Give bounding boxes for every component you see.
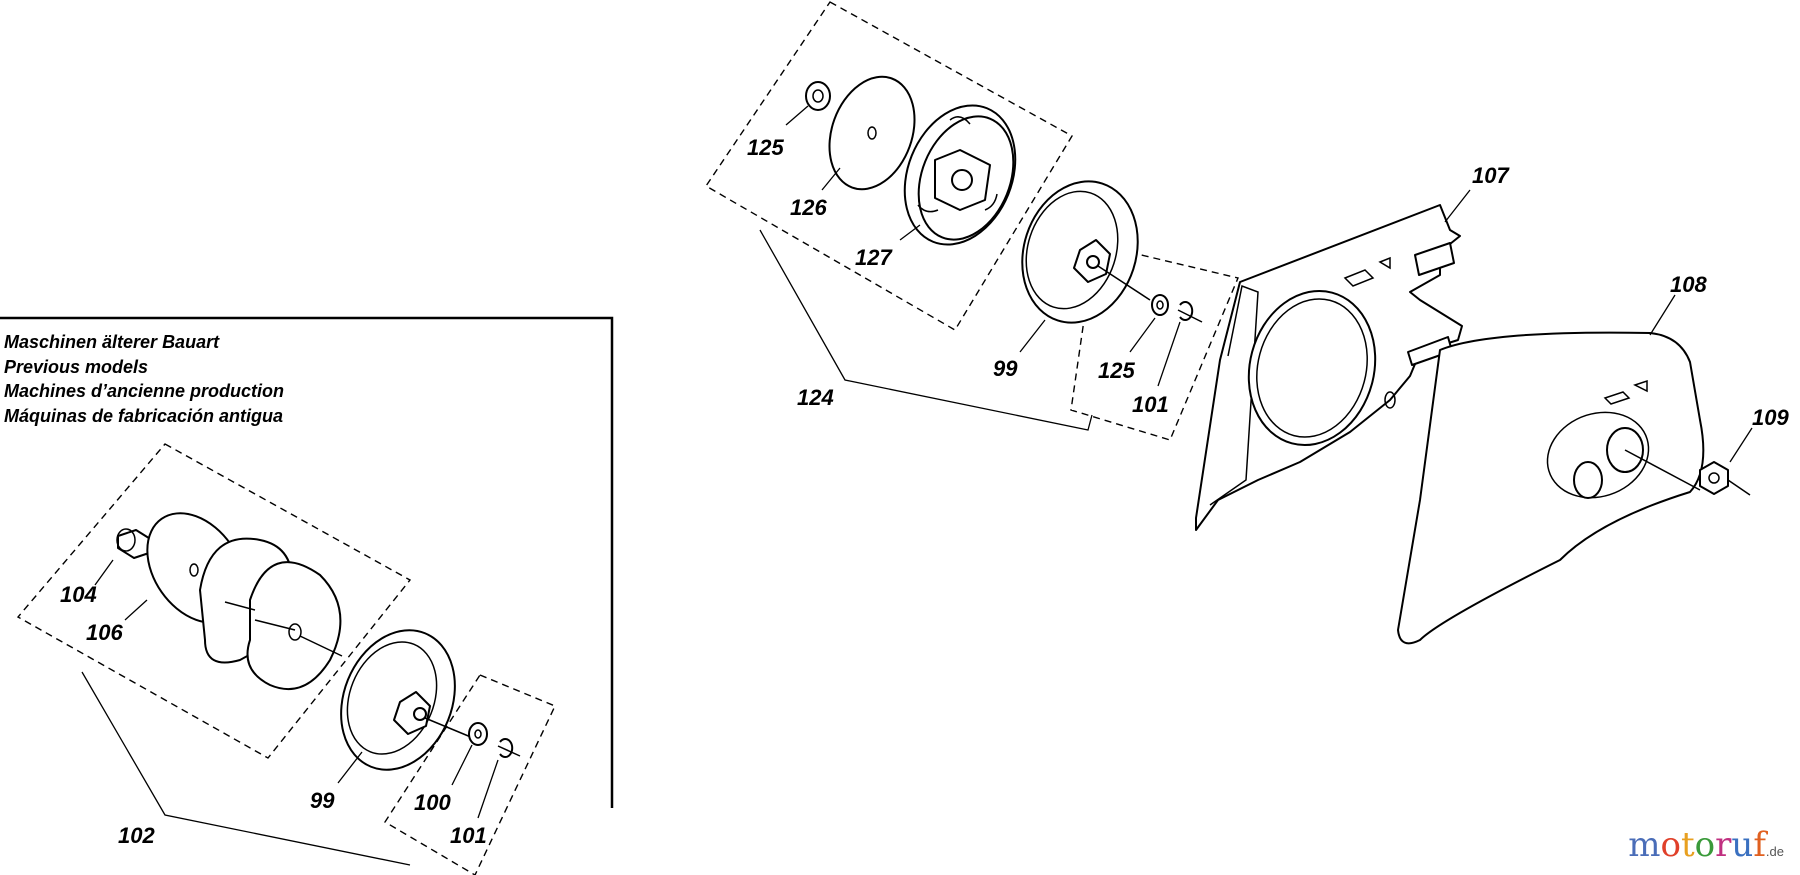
label-127: 127 <box>855 245 893 270</box>
brand-letter: o <box>1694 825 1716 865</box>
nut-109 <box>1699 427 1753 496</box>
washer-100 <box>451 722 488 786</box>
washer-125-top <box>785 81 831 126</box>
label-101-bottom: 101 <box>450 823 487 848</box>
legend-line-de: Maschinen älterer Bauart <box>4 332 220 352</box>
label-125-mid: 125 <box>1098 358 1135 383</box>
washer-125-mid <box>1129 294 1169 353</box>
disc-126 <box>821 75 916 191</box>
brand-letter: r <box>1715 825 1732 865</box>
label-125-top: 125 <box>747 135 784 160</box>
label-108: 108 <box>1670 272 1707 297</box>
label-102: 102 <box>118 823 155 848</box>
label-99-bottom: 99 <box>310 788 335 813</box>
brand-logo: motoruf.de <box>1628 825 1784 865</box>
label-126: 126 <box>790 195 827 220</box>
brand-letter: m <box>1628 825 1661 865</box>
legend-line-en: Previous models <box>4 356 149 377</box>
brand-tld: .de <box>1765 844 1784 859</box>
brand-letter: o <box>1660 825 1681 865</box>
legend-line-fr: Machines d’ancienne production <box>4 381 285 401</box>
brand-letter: f <box>1753 825 1766 865</box>
label-109: 109 <box>1752 405 1789 430</box>
clutch-kit-124-box <box>705 1 1239 441</box>
label-99-top: 99 <box>993 356 1018 381</box>
clip-101-bottom <box>477 738 521 819</box>
bushing-104 <box>94 528 153 586</box>
sprocket-drum-99-top <box>1019 180 1151 353</box>
sprocket-drum-99-bottom <box>337 629 479 784</box>
label-106: 106 <box>86 620 123 645</box>
chain-cover-108 <box>1397 294 1705 645</box>
brand-letter: t <box>1681 825 1695 865</box>
brand-letter: u <box>1731 825 1754 865</box>
label-124: 124 <box>797 385 834 410</box>
clutch-shoes-old <box>199 537 343 690</box>
old-models-legend: Maschinen älterer Bauart Previous models… <box>4 330 284 428</box>
clip-101-top <box>1157 301 1203 387</box>
label-101-top: 101 <box>1132 392 1169 417</box>
label-100: 100 <box>414 790 451 815</box>
legend-line-es: Máquinas de fabricación antigua <box>4 405 284 426</box>
label-104: 104 <box>60 582 97 607</box>
label-107: 107 <box>1472 163 1510 188</box>
clutch-kit-102-box <box>16 443 556 875</box>
side-plate-107 <box>1195 189 1471 531</box>
old-models-frame <box>0 316 614 808</box>
clutch-127 <box>899 104 1017 246</box>
